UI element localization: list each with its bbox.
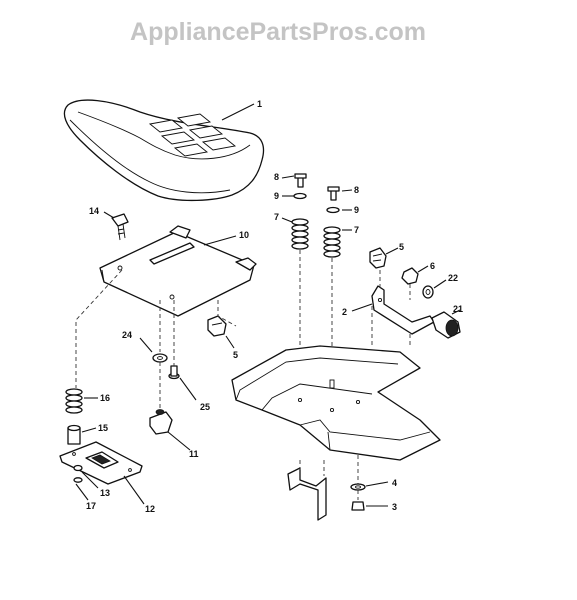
spring-assembly-right bbox=[323, 186, 353, 415]
pivot-part-11 bbox=[149, 409, 191, 451]
washer-part-24 bbox=[139, 337, 168, 363]
callout-6: 6 bbox=[430, 261, 435, 271]
spring-clip-part-5a bbox=[369, 247, 399, 269]
bolt-part-25 bbox=[168, 365, 197, 401]
bushing-part-15 bbox=[67, 424, 97, 445]
callout-22: 22 bbox=[448, 273, 458, 283]
guide-lines-left bbox=[75, 269, 175, 408]
callout-12: 12 bbox=[145, 504, 155, 514]
base-plate-part-12 bbox=[59, 441, 145, 505]
callout-5-lower: 5 bbox=[233, 350, 238, 360]
callout-2: 2 bbox=[342, 307, 347, 317]
washer-part-22 bbox=[422, 279, 447, 299]
spring-assembly-left bbox=[281, 173, 309, 400]
callout-15: 15 bbox=[98, 423, 108, 433]
callout-9-right: 9 bbox=[354, 205, 359, 215]
knob-part-21 bbox=[431, 309, 461, 339]
fender-body bbox=[231, 345, 441, 521]
callout-16: 16 bbox=[100, 393, 110, 403]
lock-nut-part-13 bbox=[73, 464, 99, 489]
seat-part bbox=[63, 99, 265, 202]
adjust-bracket-part bbox=[351, 262, 435, 345]
washer-part-17 bbox=[73, 477, 89, 501]
callout-7-right: 7 bbox=[354, 225, 359, 235]
bolt-part-14 bbox=[103, 211, 129, 241]
seat-pan-part bbox=[99, 225, 257, 317]
callout-17: 17 bbox=[86, 501, 96, 511]
callout-5-upper: 5 bbox=[399, 242, 404, 252]
callout-25: 25 bbox=[200, 402, 210, 412]
callout-1: 1 bbox=[257, 99, 262, 109]
callout-9-left: 9 bbox=[274, 191, 279, 201]
callout-13: 13 bbox=[100, 488, 110, 498]
callout-14: 14 bbox=[89, 206, 99, 216]
washer-part-4 bbox=[350, 455, 389, 491]
callout-8-right: 8 bbox=[354, 185, 359, 195]
callout-4: 4 bbox=[392, 478, 397, 488]
callout-labels: 1 10 14 8 9 7 8 9 7 5 6 22 2 21 24 5 25 … bbox=[86, 99, 463, 514]
callout-11: 11 bbox=[189, 449, 199, 459]
watermark-text: AppliancePartsPros.com bbox=[130, 18, 426, 46]
spring-clip-part-5b bbox=[207, 300, 237, 349]
callout-21: 21 bbox=[453, 304, 463, 314]
callout-10: 10 bbox=[239, 230, 249, 240]
callout-7-left: 7 bbox=[274, 212, 279, 222]
nut-part-6 bbox=[401, 265, 429, 300]
callout-8-left: 8 bbox=[274, 172, 279, 182]
callout-3: 3 bbox=[392, 502, 397, 512]
spring-part-16 bbox=[65, 388, 98, 414]
callout-24: 24 bbox=[122, 330, 132, 340]
bolt-part-3 bbox=[351, 490, 388, 511]
